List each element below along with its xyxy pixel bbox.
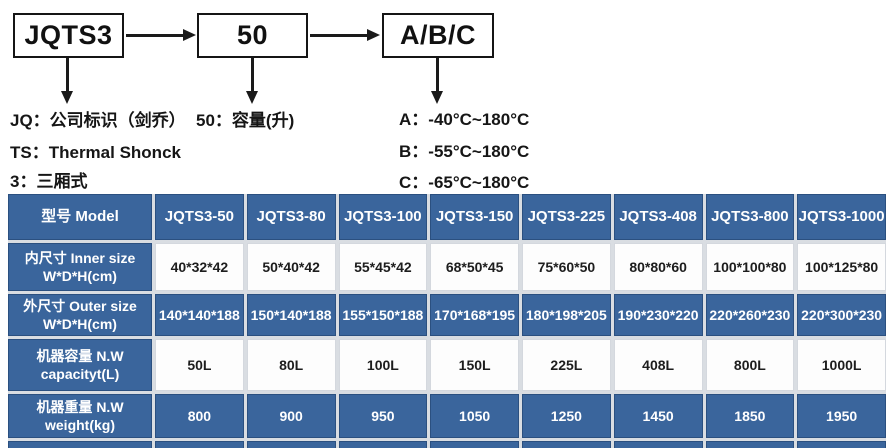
arrow-right-icon (310, 34, 368, 37)
data-cell: 950 (338, 394, 428, 438)
data-cell: 155*150*188 (338, 294, 428, 336)
row-label-line: W*D*H(cm) (43, 268, 117, 284)
data-cell: 1250 (522, 394, 611, 438)
header-cell: JQTS3-408 (613, 194, 703, 240)
data-cell: 800 (155, 394, 244, 438)
flow-box-series: JQTS3 (13, 13, 124, 58)
row-label-inner-size: 内尺寸 Inner size W*D*H(cm) (8, 243, 152, 291)
data-cell: 100L (338, 339, 428, 391)
arrow-down-icon (251, 58, 254, 92)
data-cell: 1950 (797, 394, 886, 438)
legend-grade-b-note: B：-55°C~180°C (399, 142, 530, 161)
data-cell: 40*32*42 (155, 243, 244, 291)
table-row-partial-cell (8, 441, 152, 448)
data-cell: 220*260*230 (705, 294, 795, 336)
table-row-partial-cell (705, 441, 795, 448)
legend-ts-note: TS：Thermal Shonck (10, 143, 181, 162)
table-row-partial-cell (797, 441, 886, 448)
row-label-capacity: 机器容量 N.W capacityt(L) (8, 339, 152, 391)
data-cell: 150L (430, 339, 519, 391)
data-cell: 50*40*42 (246, 243, 336, 291)
legend-capacity-note: 50：容量(升) (196, 111, 295, 130)
data-cell: 80L (246, 339, 336, 391)
arrow-down-icon (436, 58, 439, 92)
table-row-partial-cell (430, 441, 519, 448)
legend-3zone-note: 3：三厢式 (10, 172, 88, 191)
header-cell: JQTS3-100 (338, 194, 428, 240)
arrow-down-icon (66, 58, 69, 92)
data-cell: 408L (613, 339, 703, 391)
table-row-partial-cell (522, 441, 611, 448)
data-cell: 170*168*195 (430, 294, 519, 336)
data-cell: 100*100*80 (705, 243, 795, 291)
row-label-outer-size: 外尺寸 Outer size W*D*H(cm) (8, 294, 152, 336)
flow-box-capacity: 50 (197, 13, 308, 58)
arrow-down-head-icon (60, 91, 73, 104)
table-row-partial-cell (155, 441, 244, 448)
row-label-line: W*D*H(cm) (43, 316, 117, 332)
spec-table: 型号 Model JQTS3-50 JQTS3-80 JQTS3-100 JQT… (8, 194, 886, 448)
data-cell: 1850 (705, 394, 795, 438)
data-cell: 140*140*188 (155, 294, 244, 336)
data-cell: 900 (246, 394, 336, 438)
data-cell: 1000L (797, 339, 886, 391)
data-cell: 68*50*45 (430, 243, 519, 291)
table-row-partial-cell (246, 441, 336, 448)
row-label-line: capacityt(L) (40, 366, 120, 382)
row-label-line: 机器容量 N.W (36, 347, 124, 364)
data-cell: 55*45*42 (338, 243, 428, 291)
row-label-line: 内尺寸 Inner size (24, 249, 136, 266)
table-row-partial-cell (338, 441, 428, 448)
data-cell: 190*230*220 (613, 294, 703, 336)
data-cell: 150*140*188 (246, 294, 336, 336)
data-cell: 1050 (430, 394, 519, 438)
data-cell: 220*300*230 (797, 294, 886, 336)
header-cell: JQTS3-50 (155, 194, 244, 240)
flow-box-temp-grade: A/B/C (382, 13, 494, 58)
arrow-down-head-icon (245, 91, 258, 104)
data-cell: 800L (705, 339, 795, 391)
arrow-down-head-icon (430, 91, 443, 104)
arrow-right-head-icon (183, 29, 196, 41)
data-cell: 80*80*60 (613, 243, 703, 291)
row-label-line: 机器重量 N.W (36, 398, 124, 415)
legend-company-note: JQ：公司标识（剑乔） (10, 111, 186, 130)
header-cell: JQTS3-225 (522, 194, 611, 240)
row-label-line: 外尺寸 Outer size (23, 297, 137, 314)
arrow-right-icon (126, 34, 184, 37)
header-cell-model: 型号 Model (8, 194, 152, 240)
data-cell: 100*125*80 (797, 243, 886, 291)
arrow-right-head-icon (367, 29, 380, 41)
data-cell: 1450 (613, 394, 703, 438)
legend-grade-a-note: A：-40°C~180°C (399, 110, 530, 129)
header-cell: JQTS3-1000 (797, 194, 886, 240)
data-cell: 225L (522, 339, 611, 391)
data-cell: 50L (155, 339, 244, 391)
header-cell: JQTS3-150 (430, 194, 519, 240)
data-cell: 180*198*205 (522, 294, 611, 336)
legend-grade-c-note: C：-65°C~180°C (399, 173, 530, 192)
row-label-line: weight(kg) (45, 417, 115, 433)
data-cell: 75*60*50 (522, 243, 611, 291)
table-row-partial-cell (613, 441, 703, 448)
header-cell: JQTS3-80 (246, 194, 336, 240)
row-label-weight: 机器重量 N.W weight(kg) (8, 394, 152, 438)
header-cell: JQTS3-800 (705, 194, 795, 240)
